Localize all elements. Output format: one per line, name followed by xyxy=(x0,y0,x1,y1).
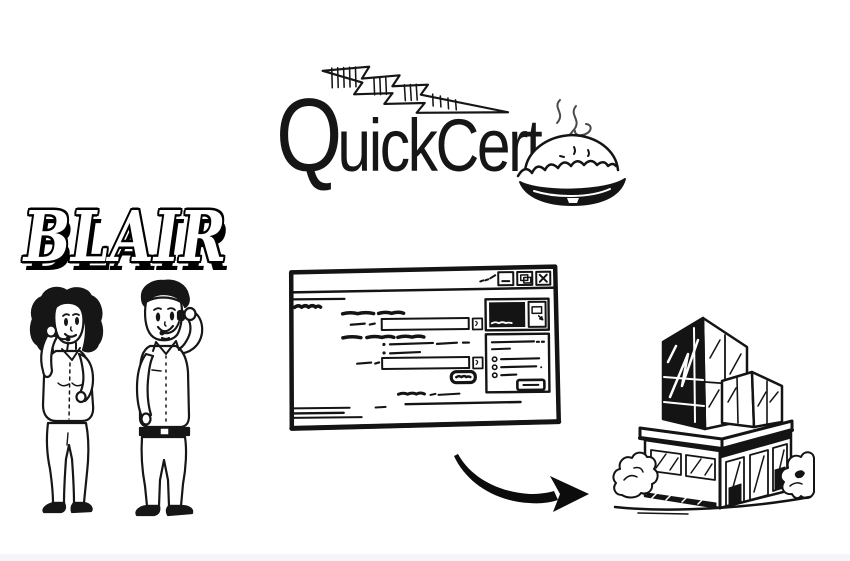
list-button xyxy=(516,378,546,392)
blair-face-text: BLAIR xyxy=(17,195,232,278)
menu-scribble xyxy=(292,303,323,310)
curved-arrow-right-icon xyxy=(454,454,589,512)
minimize-icon xyxy=(497,271,515,287)
man-hand xyxy=(183,306,197,322)
close-icon xyxy=(535,270,552,286)
title-bar xyxy=(290,286,558,294)
roof-slab xyxy=(638,419,794,451)
woman-raised-arm xyxy=(40,331,59,379)
man-shoe-left xyxy=(135,504,161,517)
man-agent-illustration xyxy=(135,279,204,517)
text-input-1 xyxy=(380,317,484,331)
quickcert-initial: Q xyxy=(276,78,342,194)
man-shoe-right xyxy=(165,504,194,517)
quickcert-logo: QuickCert xyxy=(276,84,543,188)
bottom-strip xyxy=(0,554,850,561)
steaming-pie-icon xyxy=(516,99,626,206)
quickcert-rest: uickCert xyxy=(337,104,542,187)
woman-pants xyxy=(45,421,90,505)
woman-agent-illustration xyxy=(29,286,104,514)
woman-shoe-right xyxy=(70,501,93,514)
image-thumbnail xyxy=(489,301,526,328)
lightning-bolt-icon xyxy=(321,65,510,114)
pie-steam xyxy=(556,99,592,139)
man-down-arm xyxy=(135,352,155,419)
cursor-icon xyxy=(537,315,544,321)
sidebar-options-list xyxy=(484,332,551,394)
cursor-scribble xyxy=(479,274,497,283)
ground-line xyxy=(613,495,812,511)
secondary-tower xyxy=(720,370,784,429)
man-pants xyxy=(140,435,188,508)
pie-body xyxy=(516,133,626,206)
bush-right xyxy=(779,451,815,500)
text-input-2 xyxy=(381,356,484,370)
entrance-door xyxy=(728,483,742,507)
browser-window-sketch xyxy=(288,264,562,431)
woman-hand xyxy=(44,324,58,338)
heading-scribble xyxy=(340,310,406,316)
maximize-icon xyxy=(516,270,534,287)
woman-shoe-left xyxy=(42,501,67,514)
bush-left xyxy=(612,451,659,499)
subheading-scribble xyxy=(341,334,426,340)
blair-logo: BLAIR BLAIR xyxy=(17,195,252,287)
office-building-illustration xyxy=(612,316,815,515)
submit-button xyxy=(449,369,477,385)
sidebar-image-panel xyxy=(484,297,551,332)
